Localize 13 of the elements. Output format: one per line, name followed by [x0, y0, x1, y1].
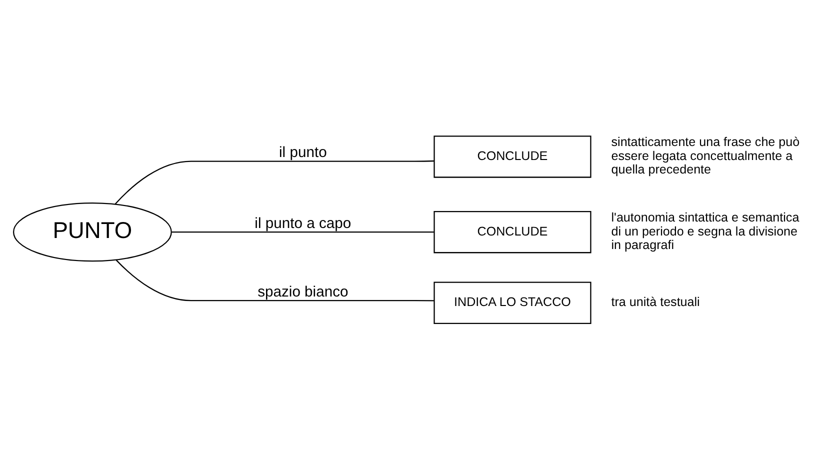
connector	[114, 160, 434, 204]
edge-label: spazio bianco	[258, 284, 348, 300]
edge-label: il punto a capo	[254, 216, 352, 232]
node-box: INDICA LO STACCO	[434, 282, 592, 324]
connector	[116, 260, 434, 302]
node-box: CONCLUDE	[434, 210, 592, 254]
node-box: CONCLUDE	[434, 136, 592, 178]
node-label: tra unità testuali	[611, 295, 700, 310]
edge-label: il punto	[279, 145, 327, 162]
node-ellipse: PUNTO	[12, 202, 172, 262]
node-label: l'autonomia sintattica e semantica di un periodo e segna la divisione in paragrafi	[611, 210, 800, 252]
node-label: sintatticamente una frase che può essere legata concettualmente a quella precedente	[611, 135, 800, 177]
connector	[172, 232, 434, 233]
